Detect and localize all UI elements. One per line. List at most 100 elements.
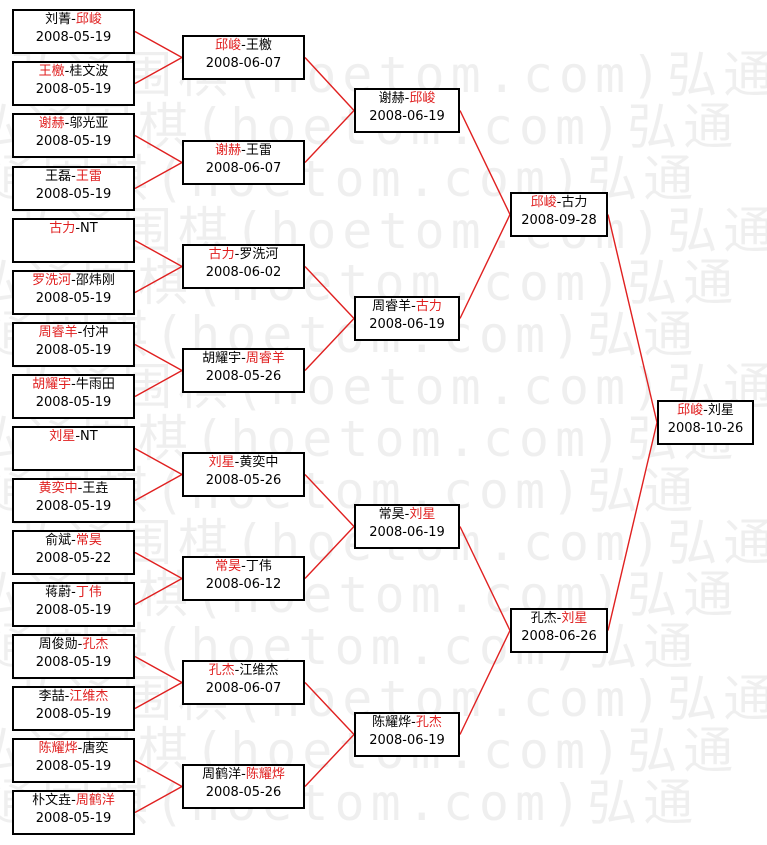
match-players: 邱峻-王檄 — [184, 37, 303, 55]
bracket-connector-line — [134, 759, 183, 788]
match-date: 2008-05-26 — [205, 785, 282, 800]
match-box: 古力-NT — [12, 218, 135, 263]
player-separator: - — [71, 169, 76, 184]
match-players: 俞斌-常昊 — [14, 532, 133, 550]
player-separator: - — [75, 429, 81, 444]
bracket-connector-line — [134, 239, 183, 268]
match-date: 2008-05-26 — [205, 369, 282, 384]
bracket-connector-line — [134, 265, 183, 294]
match-date: 2008-06-19 — [369, 109, 445, 124]
player-separator: - — [77, 481, 83, 496]
player-name: 常昊 — [378, 507, 405, 522]
match-date: 2008-06-07 — [205, 681, 282, 696]
player-separator: - — [241, 767, 246, 782]
bracket-connector-line — [134, 30, 183, 59]
match-date: 2008-05-19 — [35, 134, 112, 149]
match-players: 谢赫-王雷 — [184, 142, 303, 160]
player-separator: - — [75, 221, 81, 236]
player-separator: - — [71, 377, 76, 392]
player-name: 丁伟 — [245, 559, 272, 574]
player-name: 古力 — [49, 221, 76, 236]
player-separator: - — [234, 247, 240, 262]
player-separator: - — [77, 325, 83, 340]
match-players: 孔杰-刘星 — [512, 610, 606, 628]
player-separator: - — [77, 637, 83, 652]
player-separator: - — [556, 611, 562, 626]
bracket-connector-line — [134, 577, 183, 606]
match-players: 蒋蔚-丁伟 — [14, 584, 133, 602]
bracket-connector-line — [134, 369, 183, 398]
player-separator: - — [411, 299, 416, 314]
player-name: 王雷 — [245, 143, 272, 158]
player-name: 王垚 — [82, 481, 109, 496]
bracket-connector-line — [134, 681, 183, 710]
match-date: 2008-06-07 — [205, 161, 282, 176]
player-separator: - — [64, 116, 70, 131]
match-date: 2008-06-19 — [369, 525, 445, 540]
player-name: 王檄 — [245, 38, 272, 53]
match-date: 2008-09-28 — [521, 213, 597, 228]
match-date: 2008-06-12 — [205, 577, 282, 592]
bracket-connector-line — [134, 56, 183, 85]
player-name: 黄奕中 — [239, 455, 279, 470]
match-players: 胡耀宇-周睿羊 — [184, 350, 303, 368]
match-date: 2008-05-19 — [35, 655, 112, 670]
match-players: 朴文垚-周鹤洋 — [14, 792, 133, 810]
bracket-connector-line — [304, 266, 355, 319]
bracket-connector-line — [304, 682, 355, 735]
match-date: 2008-05-19 — [35, 187, 112, 202]
match-date: 2008-10-26 — [667, 421, 744, 436]
bracket-connector-line — [134, 134, 183, 164]
player-name: 刘星 — [707, 403, 734, 418]
match-date — [14, 238, 133, 256]
player-name: 邱峻 — [409, 91, 436, 106]
player-name: 谢赫 — [378, 91, 405, 106]
bracket-connector-line — [134, 447, 183, 476]
match-date: 2008-06-02 — [205, 265, 282, 280]
match-players: 黄奕中-王垚 — [14, 480, 133, 498]
bracket-connector-line — [134, 161, 183, 190]
bracket-connector-line — [134, 655, 183, 684]
match-players: 刘星-黄奕中 — [184, 454, 303, 472]
match-date: 2008-06-26 — [521, 629, 597, 644]
match-players: 孔杰-江维杰 — [184, 662, 303, 680]
player-name: 古力 — [208, 247, 235, 262]
player-name: 谢赫 — [38, 116, 65, 131]
match-players: 胡耀宇-牛雨田 — [14, 376, 133, 394]
match-date — [14, 446, 133, 464]
match-date: 2008-05-19 — [35, 291, 112, 306]
player-separator: - — [241, 143, 246, 158]
player-name: 王檄 — [38, 64, 65, 79]
player-separator: - — [241, 38, 246, 53]
match-players: 古力-罗洗河 — [184, 246, 303, 264]
player-separator: - — [77, 741, 83, 756]
player-separator: - — [71, 273, 76, 288]
player-name: 付冲 — [82, 325, 109, 340]
match-date: 2008-06-19 — [369, 733, 445, 748]
bracket-connector-line — [134, 551, 183, 580]
match-date: 2008-05-26 — [205, 473, 282, 488]
player-name: NT — [80, 429, 98, 444]
match-players: 常昊-丁伟 — [184, 558, 303, 576]
player-name: 邱峻 — [530, 195, 557, 210]
player-separator: - — [241, 559, 246, 574]
match-players: 邱峻-刘星 — [659, 402, 752, 420]
